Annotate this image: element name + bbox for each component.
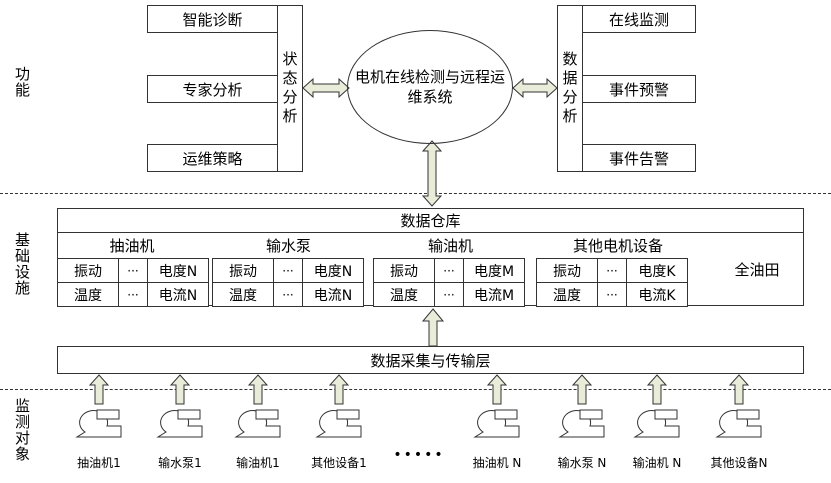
pump-icon [315,409,362,438]
metric-cell: 电度M [463,258,525,283]
data-warehouse-title: 数据仓库 [57,209,804,233]
infrastructure-label: 基础设施 [13,232,31,296]
monitored-objects-label: 监测对象 [13,398,31,462]
metric-cell: 温度 [212,282,274,307]
cell-ellipsis: ··· [118,258,148,283]
device-label: 抽油机1 [77,455,121,470]
function-label: 功能 [13,66,31,98]
pump-icon [75,409,122,438]
cell-ellipsis: ··· [597,258,627,283]
group-title: 输水泵 [265,237,311,255]
cell-ellipsis: ··· [597,282,627,307]
double-arrow-icon [512,77,558,99]
metric-cell: 电流N [302,282,364,307]
device-label: 输油机1 [236,455,280,470]
system-core-ellipse: 电机在线检测与远程运维系统 [347,30,513,144]
up-arrow-icon [421,308,445,347]
data-analysis-title: 数据分析 [557,5,583,172]
warehouse-group: 抽油机振动···电度N 温度···电流N [57,233,215,307]
metric-cell: 振动 [536,258,598,283]
pump-icon [715,409,762,438]
group-title: 其他电机设备 [572,237,663,255]
warehouse-group: 输水泵振动···电度N 温度···电流N [212,233,373,307]
metric-cell: 温度 [57,282,119,307]
metric-cell: 振动 [373,258,435,283]
pump-icon [473,409,520,438]
ellipsis: ••••• [393,447,445,463]
data-item: 事件预警 [582,75,696,103]
device-label: 输水泵1 [158,455,202,470]
acquisition-layer: 数据采集与传输层 [57,346,804,374]
metric-cell: 电度N [302,258,364,283]
device-label: 抽油机 N [472,455,522,470]
group-title: 输油机 [427,237,473,255]
metric-cell: 振动 [212,258,274,283]
cell-ellipsis: ··· [434,282,464,307]
device-label: 输油机 N [632,455,682,470]
warehouse-group: 其他电机设备振动···电度K 温度···电流K [536,233,708,307]
double-arrow-icon [421,140,443,207]
group-title: 抽油机 [109,237,155,255]
up-arrow-icon [646,374,668,405]
up-arrow-icon [571,374,593,405]
device-label: 输水泵 N [557,455,607,470]
metric-cell: 振动 [57,258,119,283]
pump-icon [234,409,281,438]
warehouse-group: 输油机振动···电度M 温度···电流M [373,233,536,307]
up-arrow-icon [328,374,350,405]
oilfield-label: 全油田 [734,260,780,279]
pump-icon [156,409,203,438]
cell-ellipsis: ··· [273,258,303,283]
state-analysis-title: 状态分析 [277,5,303,172]
metric-cell: 电度N [147,258,209,283]
state-item: 运维策略 [147,144,278,172]
metric-cell: 电流N [147,282,209,307]
pump-icon [558,409,605,438]
up-arrow-icon [169,374,191,405]
data-item: 在线监测 [582,5,696,33]
metric-cell: 温度 [373,282,435,307]
separator-line [0,193,831,194]
metric-cell: 温度 [536,282,598,307]
state-item: 智能诊断 [147,5,278,33]
up-arrow-icon [88,374,110,405]
device-label: 其他设备N [710,455,768,470]
up-arrow-icon [247,374,269,405]
up-arrow-icon [486,374,508,405]
pump-icon [633,409,680,438]
state-item: 专家分析 [147,75,278,103]
cell-ellipsis: ··· [434,258,464,283]
device-label: 其他设备1 [311,455,367,470]
metric-cell: 电流M [463,282,525,307]
double-arrow-icon [302,77,350,99]
cell-ellipsis: ··· [273,282,303,307]
separator-line [0,389,831,390]
metric-cell: 电流K [626,282,688,307]
metric-cell: 电度K [626,258,688,283]
cell-ellipsis: ··· [118,282,148,307]
up-arrow-icon [728,374,750,405]
data-item: 事件告警 [582,144,696,172]
